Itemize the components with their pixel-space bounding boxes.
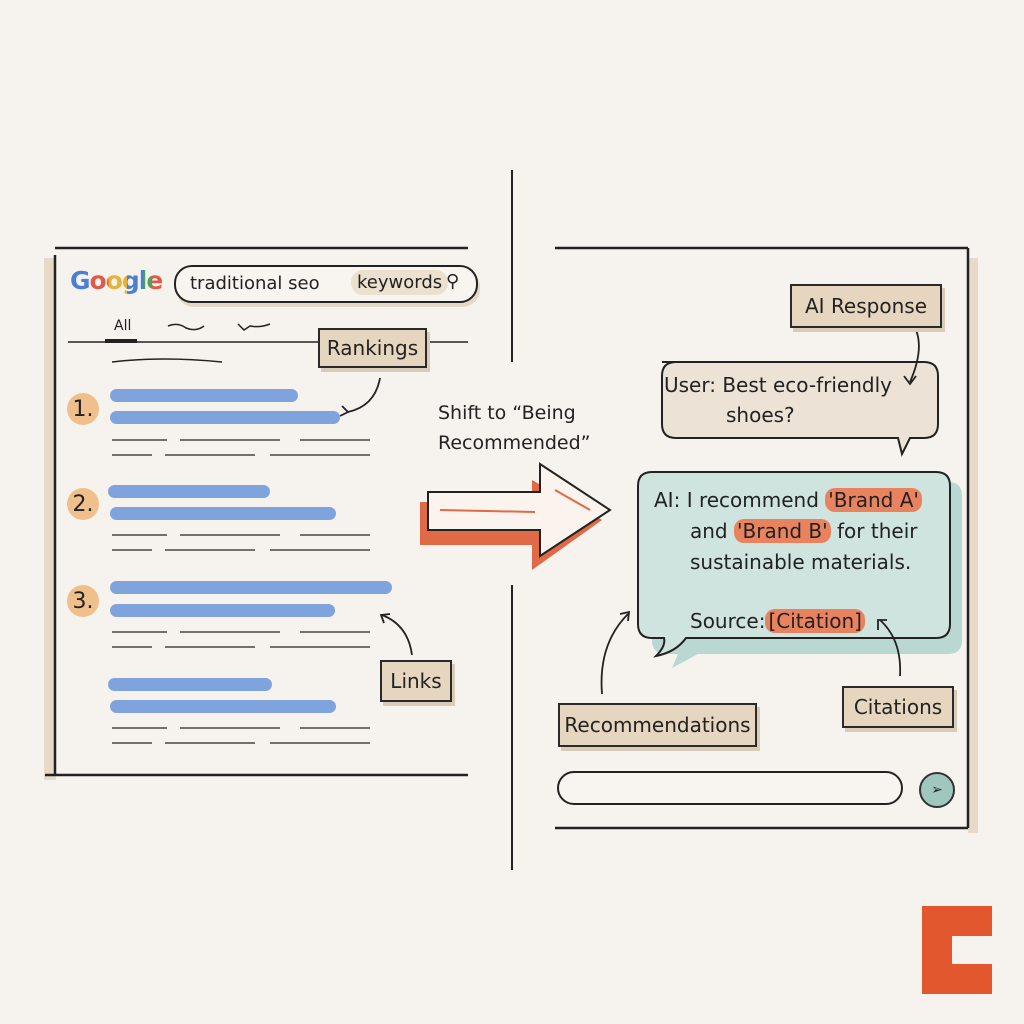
links-label: Links: [380, 660, 452, 702]
rankings-label: Rankings: [318, 328, 427, 368]
search-query-text: traditional seo: [190, 273, 320, 294]
result-title-link[interactable]: [108, 678, 272, 691]
chat-input[interactable]: [557, 771, 903, 805]
keyword-chip: keywords: [351, 270, 449, 295]
result-snippet-lines: [112, 439, 370, 744]
shift-arrow: [420, 462, 612, 570]
ai-bubble-shape: [637, 471, 951, 658]
user-message-line-2: shoes?: [726, 403, 795, 427]
result-url-link[interactable]: [110, 507, 336, 520]
rank-number: 2.: [67, 488, 99, 520]
transition-line-1: Shift to “Being: [438, 402, 576, 424]
google-logo: Google: [70, 266, 163, 295]
citations-label: Citations: [842, 686, 954, 728]
transition-line-2: Recommended”: [438, 432, 591, 454]
user-message-line-1: User: Best eco-friendly: [664, 373, 892, 397]
brand-b-highlight: 'Brand B': [734, 519, 831, 543]
tab-all[interactable]: All: [114, 318, 132, 334]
search-icon[interactable]: ⚲: [446, 271, 460, 292]
ai-text: I recommend: [686, 488, 819, 512]
user-message: User: Best eco-friendly shoes?: [664, 370, 892, 430]
user-bubble-shape: [661, 361, 939, 457]
ai-text: sustainable materials.: [690, 550, 912, 574]
brand-a-highlight: 'Brand A': [825, 488, 922, 512]
ai-text: and: [690, 519, 728, 543]
citation-link[interactable]: [Citation]: [765, 609, 865, 633]
result-title-link[interactable]: [110, 389, 298, 402]
ai-response-label: AI Response: [790, 284, 942, 328]
brand-logo: [922, 906, 992, 994]
source-label: Source:: [690, 609, 766, 633]
ai-text: for their: [837, 519, 918, 543]
rankings-arrow: [347, 377, 381, 413]
send-icon: ➢: [931, 782, 943, 798]
result-url-link[interactable]: [110, 411, 340, 424]
result-title-link[interactable]: [108, 485, 270, 498]
recommendations-label: Recommendations: [558, 703, 757, 747]
send-button[interactable]: ➢: [919, 772, 955, 808]
result-url-link[interactable]: [110, 700, 336, 713]
links-arrow: [381, 614, 413, 656]
logo-text: Google: [70, 266, 163, 295]
rank-number: 3.: [67, 585, 99, 617]
ai-prefix: AI:: [654, 488, 681, 512]
result-url-link[interactable]: [110, 604, 335, 617]
rank-number: 1.: [67, 393, 99, 425]
search-input[interactable]: traditional seo keywords ⚲: [174, 265, 478, 303]
ai-message: AI: I recommend 'Brand A' and 'Brand B' …: [654, 485, 922, 637]
left-panel-shadow: [44, 258, 56, 780]
result-title-link[interactable]: [110, 581, 392, 594]
transition-text: Shift to “Being Recommended”: [438, 398, 591, 458]
